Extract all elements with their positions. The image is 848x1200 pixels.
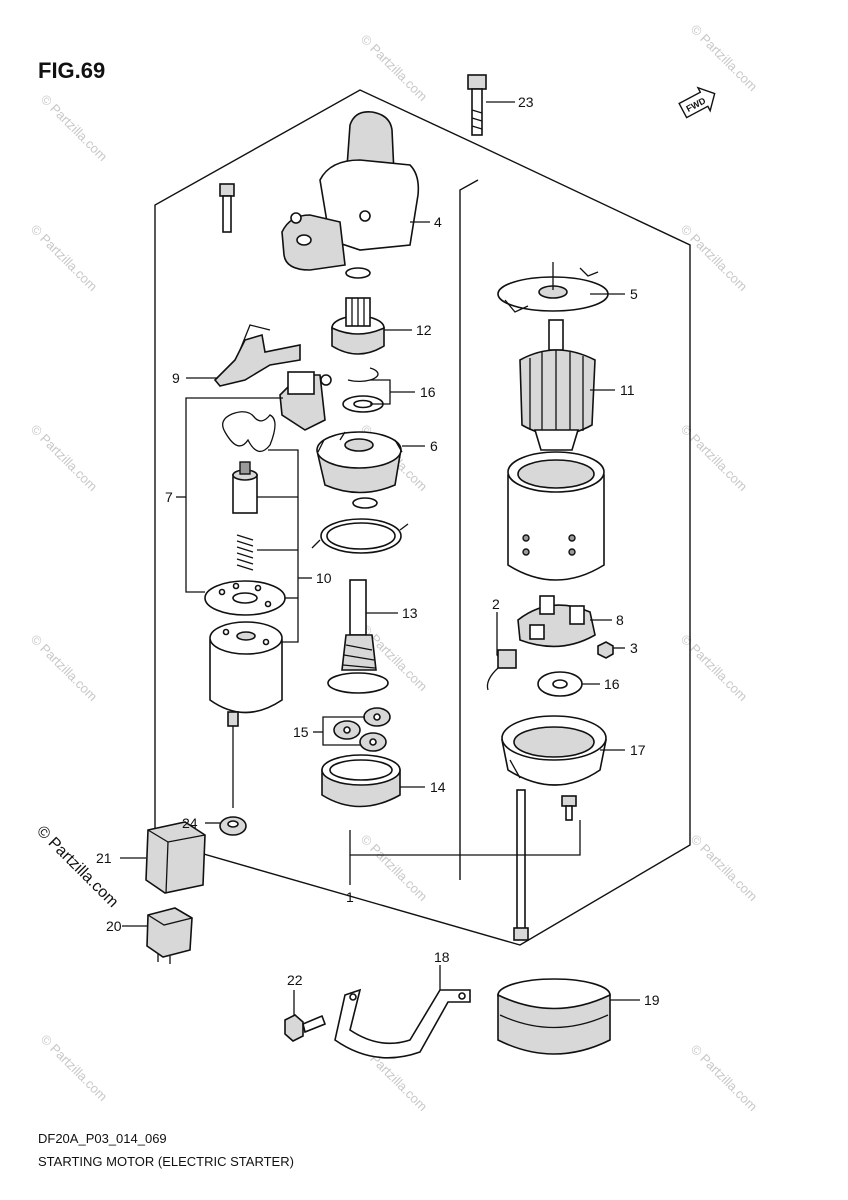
callout-8: 8	[616, 612, 624, 628]
callout-13: 13	[402, 605, 418, 621]
watermark-text: © Partzilla.com	[688, 1042, 761, 1115]
end-cap-17	[501, 715, 607, 786]
callout-6: 6	[430, 438, 438, 454]
screw	[561, 795, 577, 821]
watermark-text: © Partzilla.com	[358, 832, 431, 905]
callout-10: 10	[316, 570, 332, 586]
fwd-arrow-icon: FWD	[678, 86, 716, 119]
watermark-text: © Partzilla.com	[28, 632, 101, 705]
bolt-22	[284, 1014, 327, 1042]
callout-19: 19	[644, 992, 660, 1008]
band-19	[497, 978, 611, 1055]
bolt-23	[467, 74, 487, 136]
watermark-text: © Partzilla.com	[358, 32, 431, 105]
bracket-18	[334, 988, 471, 1059]
leader-lines	[120, 101, 640, 1015]
through-bolt	[513, 789, 529, 941]
figure-code: DF20A_P03_014_069	[38, 1131, 167, 1146]
solenoid	[232, 461, 258, 514]
relay-20	[146, 907, 193, 964]
callout-24: 24	[182, 815, 198, 831]
armature-11	[519, 319, 596, 451]
ring-gear-14	[321, 754, 401, 808]
callout-22: 22	[287, 972, 303, 988]
callouts: 23 4 5 12 9 16 11 6 7 10 13 2 8 3 16 15 …	[96, 94, 660, 1008]
lead-wire-2	[486, 622, 517, 691]
callout-9: 9	[172, 370, 180, 386]
watermark-text: © Partzilla.com	[28, 222, 101, 295]
figure-title: FIG.69	[38, 58, 105, 83]
callout-3: 3	[630, 640, 638, 656]
pinion-12	[331, 267, 385, 355]
bolt	[219, 183, 235, 233]
callout-14: 14	[430, 779, 446, 795]
clip-16	[342, 367, 384, 413]
watermark-text: © Partzilla.com	[688, 832, 761, 905]
yoke-7	[279, 371, 332, 431]
callout-16: 16	[420, 384, 436, 400]
callout-5: 5	[630, 286, 638, 302]
gears-15	[333, 707, 391, 752]
callout-20: 20	[106, 918, 122, 934]
watermark-text: © Partzilla.com	[38, 1032, 111, 1105]
callout-16: 16	[604, 676, 620, 692]
callout-11: 11	[620, 382, 635, 398]
watermark-text: © Partzilla.com	[678, 222, 751, 295]
drive-housing-6	[316, 431, 403, 494]
assembly-frame	[154, 89, 691, 946]
watermark-text: © Partzilla.com	[678, 422, 751, 495]
callout-21: 21	[96, 850, 112, 866]
relay-21	[145, 821, 206, 894]
yoke-cylinder	[507, 451, 605, 581]
callout-7: 7	[165, 489, 173, 505]
callout-15: 15	[293, 724, 309, 740]
callout-1: 1	[346, 889, 354, 905]
gasket	[311, 497, 409, 554]
callout-2: 2	[492, 596, 500, 612]
coil-spring	[236, 534, 254, 571]
brush-holder-8	[517, 595, 596, 648]
nut-3	[597, 641, 614, 659]
flange-plate	[204, 580, 286, 616]
callout-18: 18	[434, 949, 450, 965]
watermark-text: © Partzilla.com	[688, 22, 761, 95]
housing-4	[281, 110, 420, 271]
watermark-text: © Partzilla.com	[38, 92, 111, 165]
motor-10	[209, 621, 283, 808]
lever-9	[213, 324, 301, 387]
shaft-13	[327, 579, 389, 694]
callout-4: 4	[434, 214, 442, 230]
figure-caption: STARTING MOTOR (ELECTRIC STARTER)	[38, 1154, 294, 1169]
partzilla-watermark: © Partzilla.com	[33, 823, 121, 911]
callout-23: 23	[518, 94, 534, 110]
watermark-text: © Partzilla.com	[678, 632, 751, 705]
callout-17: 17	[630, 742, 646, 758]
spring-wire	[222, 411, 276, 452]
grommet-24	[219, 816, 247, 836]
washer-16	[537, 671, 583, 697]
callout-12: 12	[416, 322, 432, 338]
watermark-text: © Partzilla.com	[28, 422, 101, 495]
